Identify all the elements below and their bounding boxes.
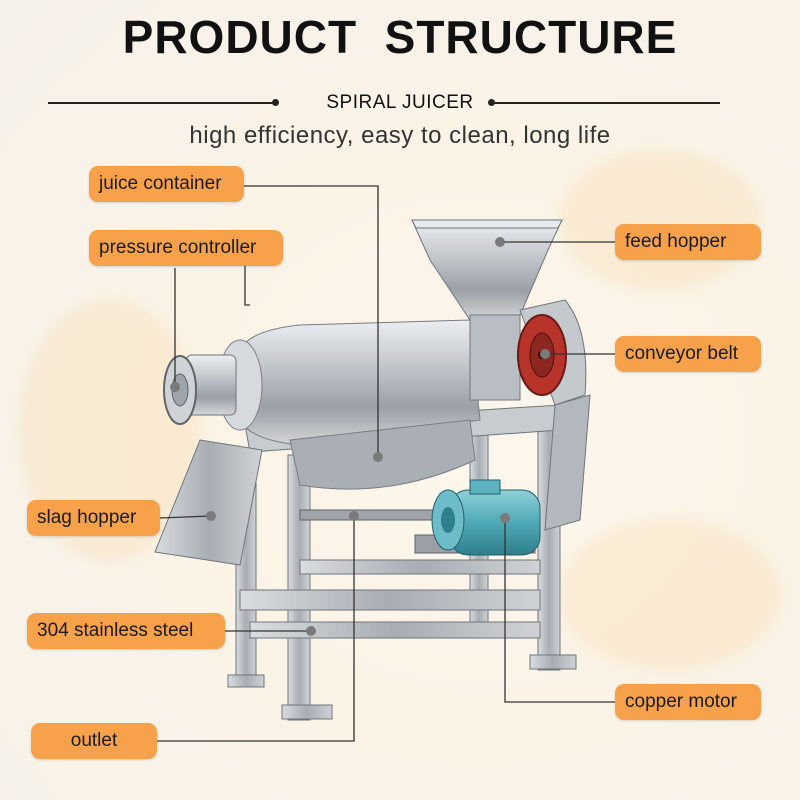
pressure-controller: [163, 354, 237, 425]
label-conveyor-belt: conveyor belt: [615, 336, 761, 372]
copper-motor: [414, 479, 541, 556]
label-stainless-steel: 304 stainless steel: [27, 613, 225, 649]
label-copper-motor: copper motor: [615, 684, 761, 720]
background-splash: [560, 150, 760, 290]
product-subtitle: SPIRAL JUICER: [326, 92, 474, 113]
page-title: PRODUCT STRUCTURE: [122, 11, 678, 63]
product-tagline: high efficiency, easy to clean, long lif…: [189, 122, 611, 149]
background-splash: [560, 520, 780, 670]
slag-hopper: [154, 439, 263, 566]
leader-lines: [157, 185, 615, 742]
label-slag-hopper: slag hopper: [27, 500, 160, 536]
subtitle-divider: [0, 90, 800, 116]
label-juice-container: juice container: [89, 166, 244, 202]
juice-container: [217, 319, 481, 490]
leader-dots: [170, 237, 550, 636]
label-outlet: outlet: [31, 723, 157, 759]
drive-shaft: [299, 509, 441, 521]
conveyor-belt: [517, 299, 587, 406]
label-feed-hopper: feed hopper: [615, 224, 761, 260]
label-pressure-controller: pressure controller: [89, 230, 283, 266]
feed-hopper: [411, 219, 563, 401]
